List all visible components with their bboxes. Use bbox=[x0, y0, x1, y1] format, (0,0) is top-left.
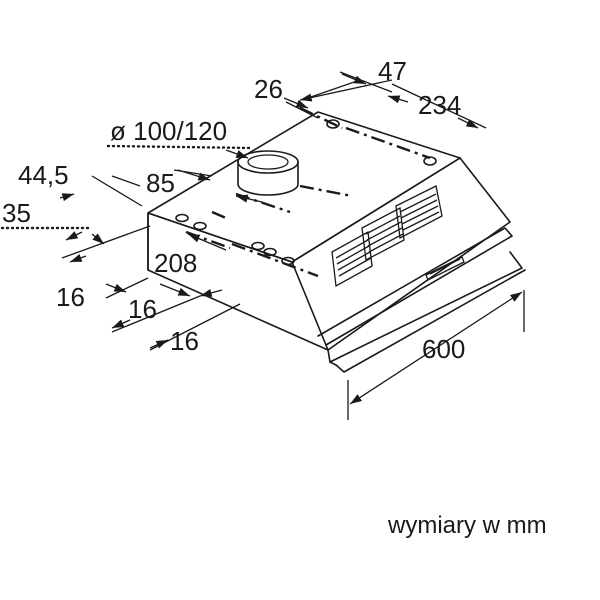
extension-lines bbox=[61, 71, 525, 420]
dimension-16-label-c: 16 bbox=[170, 326, 199, 356]
vent-grille-right bbox=[395, 185, 443, 240]
dimension-600-label: 600 bbox=[422, 334, 465, 364]
dimension-lines bbox=[59, 73, 523, 405]
duct-diameter-label: ø 100/120 bbox=[110, 116, 227, 146]
vent-grille-left bbox=[331, 230, 373, 288]
dimension-44-5-label: 44,5 bbox=[18, 160, 69, 190]
dimension-16-label-b: 16 bbox=[128, 294, 157, 324]
dimension-16-label-a: 16 bbox=[56, 282, 85, 312]
light-slot bbox=[425, 256, 465, 281]
hood-body bbox=[147, 111, 526, 373]
dimension-85-label: 85 bbox=[146, 168, 175, 198]
dimension-47-label: 47 bbox=[378, 56, 407, 86]
dotted-reference-lines bbox=[0, 144, 254, 230]
units-caption: wymiary w mm bbox=[388, 512, 547, 539]
dimension-26-label: 26 bbox=[254, 74, 283, 104]
dimension-35-label: 35 bbox=[2, 198, 31, 228]
dimension-234-label: 234 bbox=[418, 90, 461, 120]
vent-grille-middle bbox=[361, 206, 405, 262]
dimension-208-label: 208 bbox=[154, 248, 197, 278]
duct-collar bbox=[237, 150, 299, 196]
